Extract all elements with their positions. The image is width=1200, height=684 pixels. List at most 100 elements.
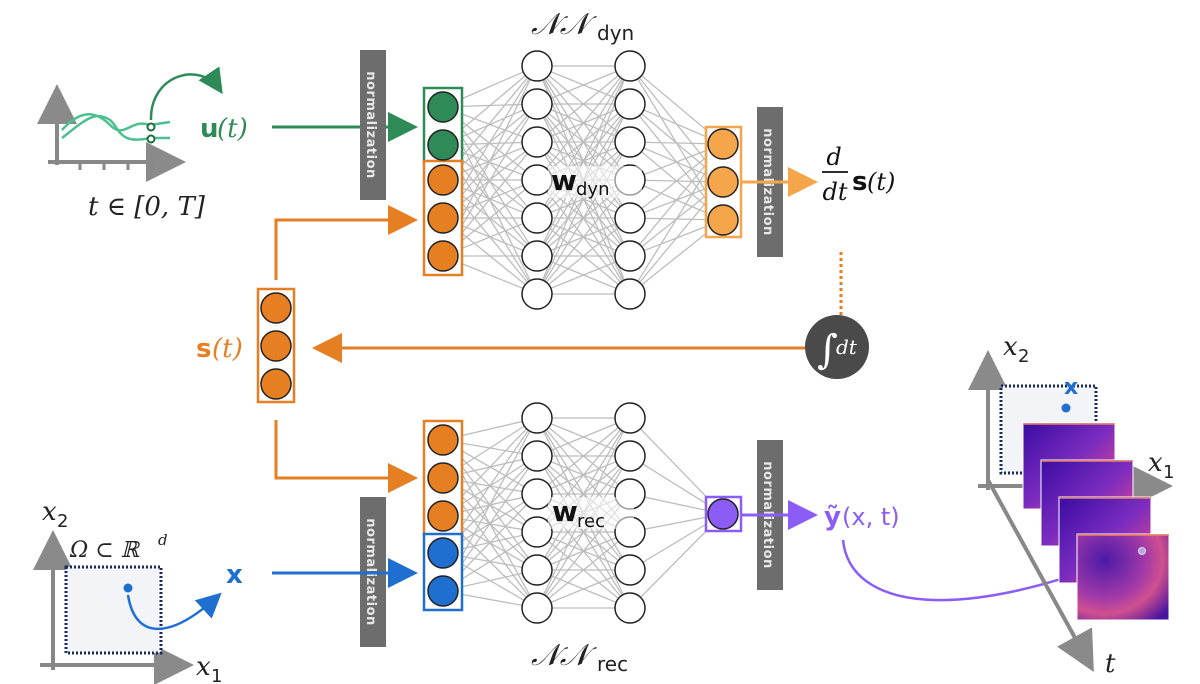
network-edge (536, 417, 631, 571)
reconstruction-weights-label: w rec (548, 495, 634, 532)
hidden-neuron (614, 126, 646, 158)
hidden-neuron (614, 402, 646, 434)
svg-text:ỹ: ỹ (824, 502, 841, 532)
svg-text:dt: dt (822, 178, 847, 206)
input-neuron (427, 240, 459, 272)
hidden-neuron (521, 516, 553, 548)
svg-text:1: 1 (1163, 462, 1174, 483)
network-edge (536, 65, 631, 105)
svg-text:s: s (196, 334, 211, 364)
input-neuron (427, 164, 459, 196)
hidden-neuron (521, 240, 553, 272)
svg-text:(x, t): (x, t) (842, 503, 900, 531)
svg-text:x: x (42, 497, 57, 527)
input-neuron (427, 424, 459, 456)
output-neuron (707, 204, 739, 236)
svg-text:x: x (196, 652, 211, 682)
control-curve-2 (61, 114, 170, 141)
network-edge (536, 255, 631, 295)
hidden-neuron (614, 50, 646, 82)
sample-point-2 (146, 134, 156, 144)
spatial-point-arrow (126, 592, 222, 630)
svg-text:w: w (552, 495, 578, 528)
svg-text:d: d (158, 531, 168, 549)
state-label: s (t) (196, 334, 243, 364)
hidden-neuron (521, 50, 553, 82)
normalization-box-control: normalization (360, 50, 386, 200)
svg-text:dyn: dyn (597, 21, 634, 45)
dynamics-network-title: 𝒩𝒩 dyn (531, 7, 634, 45)
state-vector (256, 287, 296, 404)
control-input-label: u (t) (200, 114, 248, 144)
network-edge (536, 417, 631, 457)
state-neuron (260, 368, 292, 400)
control-curve-1 (61, 113, 171, 132)
spatial-domain-plot: x 2 x 1 Ω ⊂ ℝ d (33, 497, 222, 684)
hidden-neuron (614, 440, 646, 472)
integrator: ∫ dt (805, 315, 869, 379)
hidden-neuron (614, 88, 646, 120)
network-edge (536, 455, 631, 609)
hidden-neuron (521, 164, 553, 196)
svg-text:(t): (t) (212, 334, 243, 364)
state-neuron (260, 292, 292, 324)
dynamics-weights-label: w dyn (548, 164, 642, 200)
field-point (1061, 403, 1071, 413)
svg-text:2: 2 (57, 511, 68, 532)
svg-text:rec: rec (577, 511, 605, 532)
field-plot: x x 2 x 1 t (968, 332, 1174, 679)
svg-text:w: w (551, 164, 577, 197)
svg-text:dt: dt (836, 335, 858, 359)
hidden-neuron (614, 202, 646, 234)
state-to-rec-arrow (274, 420, 418, 493)
field-frames (1022, 422, 1170, 621)
svg-text:(t): (t) (217, 114, 248, 144)
input-neuron (427, 500, 459, 532)
svg-text:dyn: dyn (576, 179, 610, 200)
input-neuron (427, 462, 459, 494)
input-neuron (427, 537, 459, 569)
svg-text:rec: rec (597, 652, 628, 676)
state-neuron (260, 330, 292, 362)
svg-text:Ω ⊂ ℝ: Ω ⊂ ℝ (69, 538, 141, 563)
hidden-neuron (521, 440, 553, 472)
spatial-input-label: x (226, 560, 243, 590)
hidden-neuron (614, 592, 646, 624)
svg-text:2: 2 (1018, 346, 1029, 367)
sample-point-1 (146, 122, 156, 132)
time-plot-ticks (78, 162, 154, 170)
hidden-neuron (521, 278, 553, 310)
network-edge (536, 217, 631, 295)
hidden-neuron (521, 202, 553, 234)
spatial-point (123, 583, 133, 593)
svg-text:∫: ∫ (817, 327, 838, 373)
hidden-neuron (614, 240, 646, 272)
network-edge (536, 531, 631, 609)
output-neuron (707, 128, 739, 160)
hidden-neuron (521, 402, 553, 434)
field-t-axis (986, 479, 1094, 673)
reconstruction-network-title: 𝒩𝒩 rec (531, 638, 628, 676)
svg-text:normalization: normalization (363, 71, 378, 179)
network-edge (536, 65, 631, 257)
svg-text:1: 1 (211, 666, 222, 684)
hidden-neuron (521, 554, 553, 586)
svg-text:s: s (852, 167, 867, 197)
hidden-neuron (521, 592, 553, 624)
state-to-dyn-arrow (274, 205, 418, 280)
svg-text:u: u (200, 114, 219, 144)
domain-omega (64, 565, 163, 655)
svg-text:(t): (t) (867, 168, 895, 196)
network-edge (536, 179, 631, 295)
network-edge (536, 103, 631, 295)
network-edge (536, 417, 631, 495)
hidden-neuron (521, 478, 553, 510)
sample-arrow (149, 66, 223, 121)
network-edge (536, 569, 631, 609)
state-derivative-label: d dt s (t) (822, 143, 895, 206)
time-domain-label: t ∈ [0, T] (88, 192, 206, 222)
input-neuron (427, 575, 459, 607)
field-frame (1076, 533, 1170, 621)
hidden-neuron (614, 278, 646, 310)
